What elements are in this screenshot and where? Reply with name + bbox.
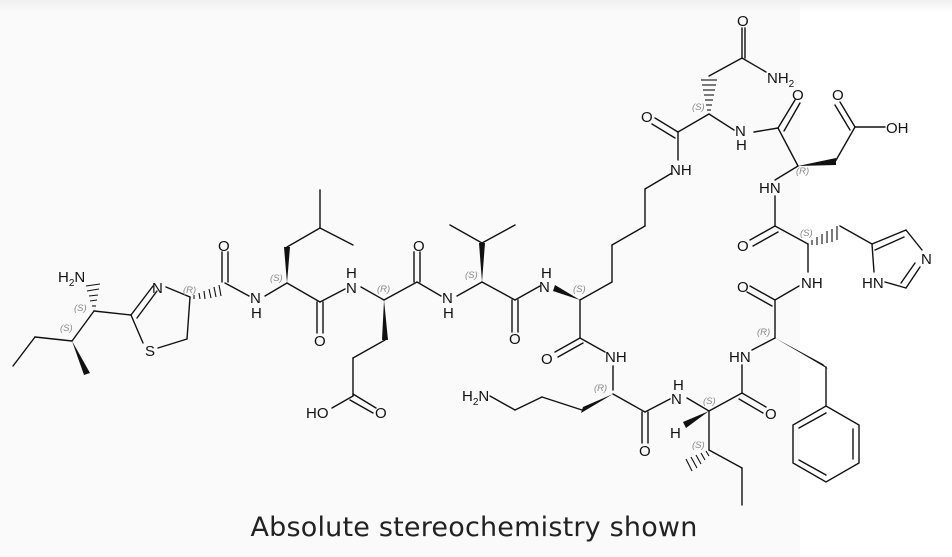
glu-nh-h-label: H bbox=[346, 265, 357, 282]
bonds bbox=[12, 27, 923, 506]
glu-carbonyl-o-label: O bbox=[413, 238, 425, 255]
his-carbonyl-o-label: O bbox=[737, 238, 749, 255]
val-carbonyl-o-label: O bbox=[509, 331, 521, 348]
val-nh-label: N bbox=[442, 290, 453, 307]
structure-panel bbox=[0, 0, 800, 557]
stereo-his-alpha: (S) bbox=[800, 228, 813, 239]
stereo-orn-alpha: (R) bbox=[594, 383, 607, 394]
phe-hn-label: HN bbox=[729, 349, 751, 366]
orn-nh-label: NH bbox=[605, 349, 627, 366]
stereo-ile1-alpha: (S) bbox=[74, 303, 87, 314]
lys-carbonyl-o-label: O bbox=[541, 351, 553, 368]
glu-acid-o-label: O bbox=[375, 405, 387, 422]
phe-carbonyl-o-label: O bbox=[737, 279, 749, 296]
his-ring-hn-label: HN bbox=[862, 275, 884, 292]
h2n-terminal-label: H2N bbox=[58, 269, 85, 289]
stereo-phe-alpha: (R) bbox=[757, 327, 770, 338]
his-nh-label: NH bbox=[801, 275, 823, 292]
stereo-ile2-beta: (S) bbox=[692, 440, 705, 451]
hashed-bonds bbox=[85, 79, 838, 472]
asp-acid-oh-label: OH bbox=[886, 120, 909, 137]
atom-labels: H2N N S O N H O H N O HO O N H O H N O N… bbox=[58, 13, 932, 460]
leu-carbonyl-o-label: O bbox=[314, 333, 326, 350]
val-nh-h-label: H bbox=[443, 305, 454, 322]
asp-carbonyl-o-label: O bbox=[792, 87, 804, 104]
asn-carbonyl-o-label: O bbox=[641, 109, 653, 126]
wedge-bonds bbox=[72, 158, 836, 428]
glu-nh-label: N bbox=[346, 280, 357, 297]
stereo-thiazoline-c4: (R) bbox=[183, 285, 196, 296]
leu-nh-label: N bbox=[250, 290, 261, 307]
stereo-asp-alpha: (R) bbox=[796, 166, 809, 177]
orn-h2n-label: H2N bbox=[462, 388, 489, 408]
asn-nh-h-label: H bbox=[736, 137, 747, 154]
asn-amide-nh2-label: NH2 bbox=[767, 70, 795, 90]
stereo-asn-alpha: (S) bbox=[692, 102, 705, 113]
ile2-h-label: H bbox=[670, 425, 681, 442]
ile2-nh-label: N bbox=[671, 391, 682, 408]
stereo-ile1-beta: (S) bbox=[60, 323, 73, 334]
asn-nh-label: N bbox=[735, 123, 746, 140]
leu-nh-h-label: H bbox=[251, 305, 262, 322]
stereo-val-alpha: (S) bbox=[465, 270, 478, 281]
asp-hn-label: HN bbox=[759, 180, 781, 197]
top-shadow bbox=[0, 0, 952, 12]
stereo-glu-alpha: (R) bbox=[377, 284, 390, 295]
lys-nh-label: N bbox=[539, 279, 550, 296]
ile2-carbonyl-o-label: O bbox=[765, 406, 777, 423]
orn-carbonyl-o-label: O bbox=[639, 443, 651, 460]
lys-nh-h-label: H bbox=[541, 265, 552, 282]
stereo-labels: (S) (S) (R) (S) (R) (S) (S) (R) (S) (S) … bbox=[60, 102, 813, 451]
his-ring-n-label: N bbox=[921, 251, 932, 268]
thiazoline-n-label: N bbox=[152, 280, 163, 297]
stereo-lys-alpha: (S) bbox=[573, 284, 586, 295]
ile2-nh-h-label: H bbox=[673, 377, 684, 394]
stereo-ile2-alpha: (S) bbox=[703, 396, 716, 407]
asp-acid-o-label: O bbox=[832, 87, 844, 104]
thiazoline-s-label: S bbox=[145, 343, 155, 360]
thz-carbonyl-o-label: O bbox=[218, 238, 230, 255]
lys-side-nh-label: NH bbox=[670, 162, 692, 179]
glu-acid-ho-label: HO bbox=[306, 405, 329, 422]
asn-amide-o-label: O bbox=[737, 13, 749, 30]
stereo-leu-alpha: (S) bbox=[270, 273, 283, 284]
stereochemistry-caption: Absolute stereochemistry shown bbox=[250, 512, 698, 543]
